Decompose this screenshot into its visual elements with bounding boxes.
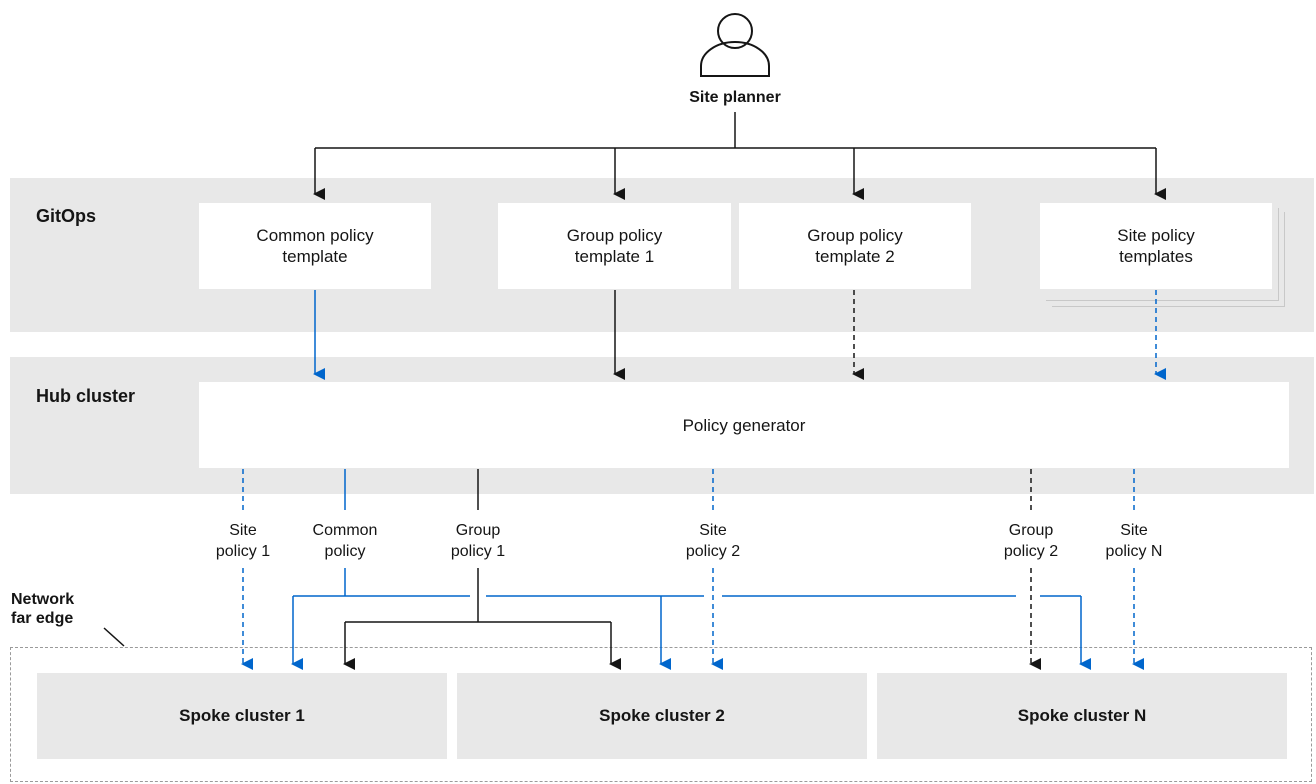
network-leader-line (103, 627, 125, 647)
policy-label-site-2: Site policy 2 (686, 520, 740, 562)
policy-label-group-1: Group policy 1 (451, 520, 505, 562)
spoke-cluster-2: Spoke cluster 2 (457, 673, 867, 759)
network-far-edge-label: Network far edge (11, 590, 74, 628)
policy-label-line: Site (229, 522, 257, 539)
network-label-line: far edge (11, 610, 74, 627)
policy-label-line: Site (1120, 522, 1148, 539)
template-line: template 1 (574, 247, 655, 266)
policy-label-line: Group (455, 522, 501, 539)
policy-label-line: policy N (1105, 543, 1163, 560)
site-policy-templates: Site policy templates (1040, 203, 1272, 289)
policy-label-line: policy 1 (450, 543, 506, 560)
template-line: template (282, 247, 348, 266)
site-templates-stack-back (1052, 212, 1285, 307)
template-line: template 2 (815, 247, 895, 266)
site-planner-label: Site planner (689, 89, 781, 106)
policy-label-line: policy 2 (1003, 543, 1059, 560)
template-line: templates (1119, 247, 1193, 266)
site-templates-stack-mid (1046, 208, 1279, 301)
policy-label-line: Group (1008, 522, 1054, 539)
spoke-cluster-1: Spoke cluster 1 (37, 673, 447, 759)
policy-label-line: Site (699, 522, 727, 539)
policy-label-line: policy 2 (685, 543, 741, 560)
spoke-cluster-n: Spoke cluster N (877, 673, 1287, 759)
template-line: Site policy (1117, 226, 1195, 245)
policy-label-line: policy 1 (215, 543, 271, 560)
user-icon (700, 13, 770, 77)
template-line: Group policy (807, 226, 903, 245)
policy-generator: Policy generator (199, 382, 1289, 468)
group-policy-template-2: Group policy template 2 (739, 203, 971, 289)
policy-label-common: Common policy (313, 520, 378, 562)
policy-label-line: Common (312, 522, 378, 539)
network-label-line: Network (11, 591, 75, 608)
policy-label-line: policy (324, 543, 366, 560)
policy-label-site-n: Site policy N (1106, 520, 1163, 562)
policy-label-group-2: Group policy 2 (1004, 520, 1058, 562)
hub-cluster-label: Hub cluster (36, 386, 136, 406)
template-line: Common policy (256, 226, 374, 245)
template-line: Group policy (566, 226, 663, 245)
group-policy-template-1: Group policy template 1 (498, 203, 731, 289)
gitops-label: GitOps (36, 206, 97, 226)
common-policy-template: Common policy template (199, 203, 431, 289)
policy-label-site-1: Site policy 1 (216, 520, 270, 562)
